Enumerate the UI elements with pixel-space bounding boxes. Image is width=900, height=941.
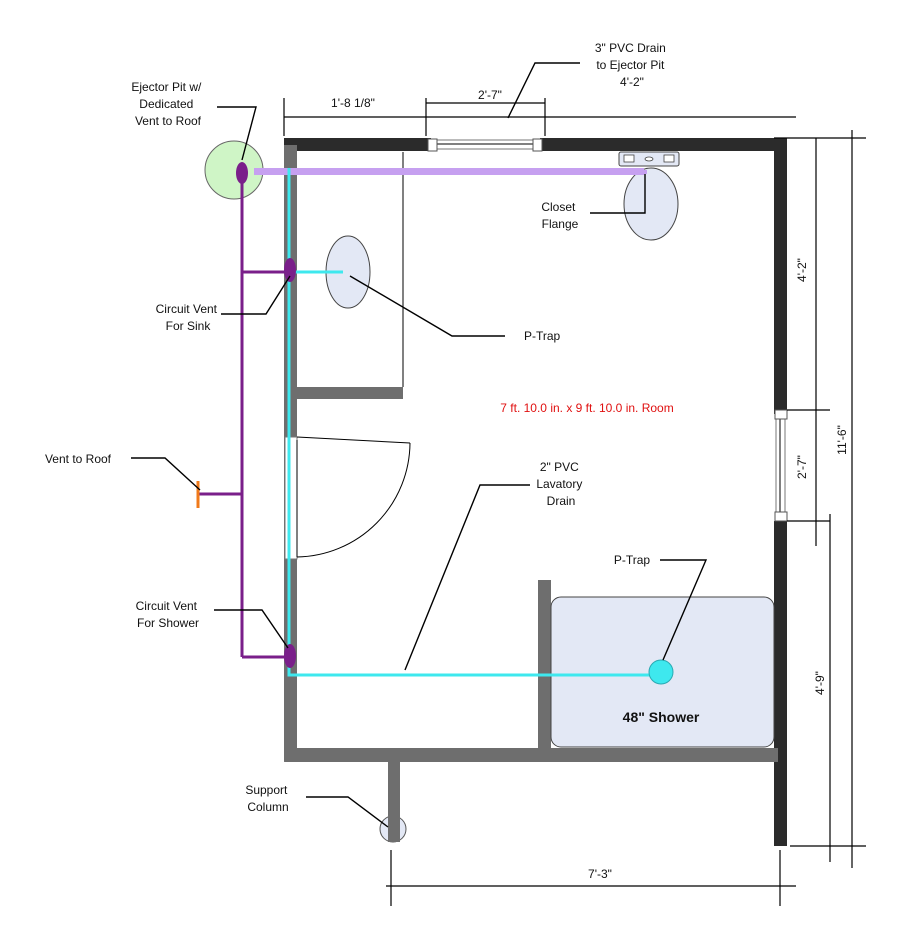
door-swing bbox=[284, 436, 411, 560]
p-trap-sink-leader bbox=[349, 275, 505, 337]
wall-right-upper bbox=[774, 138, 787, 414]
shower-label: 48" Shower bbox=[623, 709, 700, 725]
vent-to-roof-leader bbox=[131, 457, 201, 491]
shower-partition bbox=[538, 580, 551, 748]
lavatory-drain-leader bbox=[404, 484, 530, 671]
dim-top-left-text: 1'-8 1/8" bbox=[331, 96, 375, 110]
vanity-partition bbox=[297, 387, 403, 399]
ejector-pit-label: Ejector Pit w/ Dedicated Vent to Roof bbox=[131, 80, 204, 128]
drain-2in-pipe bbox=[287, 168, 660, 677]
wall-bottom bbox=[284, 748, 778, 762]
vent-to-roof-label: Vent to Roof bbox=[45, 452, 112, 466]
p-trap-shower-leader bbox=[660, 559, 708, 661]
vent-stack bbox=[198, 172, 290, 659]
wall-right-lower bbox=[774, 521, 787, 846]
circuit-vent-sink-label: Circuit Vent For Sink bbox=[156, 302, 221, 333]
lavatory-drain-label: 2" PVC Lavatory Drain bbox=[536, 460, 585, 508]
support-column-leader bbox=[306, 796, 389, 828]
dim-right-overall-text: 11'-6" bbox=[835, 425, 849, 455]
dim-right-upper-text: 4'-2" bbox=[795, 258, 809, 282]
drain-3in-label: 3" PVC Drain to Ejector Pit 4'-2" bbox=[595, 41, 669, 89]
ejector-vent-node bbox=[236, 162, 248, 184]
closet-flange-leader bbox=[590, 174, 646, 214]
room-size-label: 7 ft. 10.0 in. x 9 ft. 10.0 in. Room bbox=[500, 401, 673, 415]
dim-bottom bbox=[386, 850, 796, 906]
ejector-pit-leader bbox=[217, 106, 257, 161]
closet-flange-label: Closet Flange bbox=[541, 200, 578, 231]
p-trap-sink-label: P-Trap bbox=[524, 329, 561, 343]
drain-3in-leader bbox=[507, 62, 580, 119]
circuit-vent-shower-label: Circuit Vent For Shower bbox=[136, 599, 201, 630]
drain-3in-pipe bbox=[254, 168, 644, 175]
dim-right bbox=[774, 130, 866, 868]
wall-top-right bbox=[540, 138, 787, 151]
wall-top-left bbox=[284, 138, 431, 151]
dim-top bbox=[283, 98, 796, 136]
support-column-label: Support Column bbox=[245, 783, 290, 814]
shower-vent-node bbox=[284, 644, 296, 668]
toilet bbox=[618, 151, 680, 241]
circuit-vent-sink-leader bbox=[221, 275, 291, 315]
sink-vent-node bbox=[284, 258, 296, 282]
dim-bottom-text: 7'-3" bbox=[588, 867, 612, 881]
circuit-vent-shower-leader bbox=[214, 609, 289, 649]
dim-right-lower-text: 4'-9" bbox=[813, 671, 827, 695]
p-trap-shower-label: P-Trap bbox=[614, 553, 651, 567]
shower-drain bbox=[648, 659, 674, 685]
dim-top-door-text: 2'-7" bbox=[478, 88, 502, 102]
dim-right-window-text: 2'-7" bbox=[795, 455, 809, 479]
